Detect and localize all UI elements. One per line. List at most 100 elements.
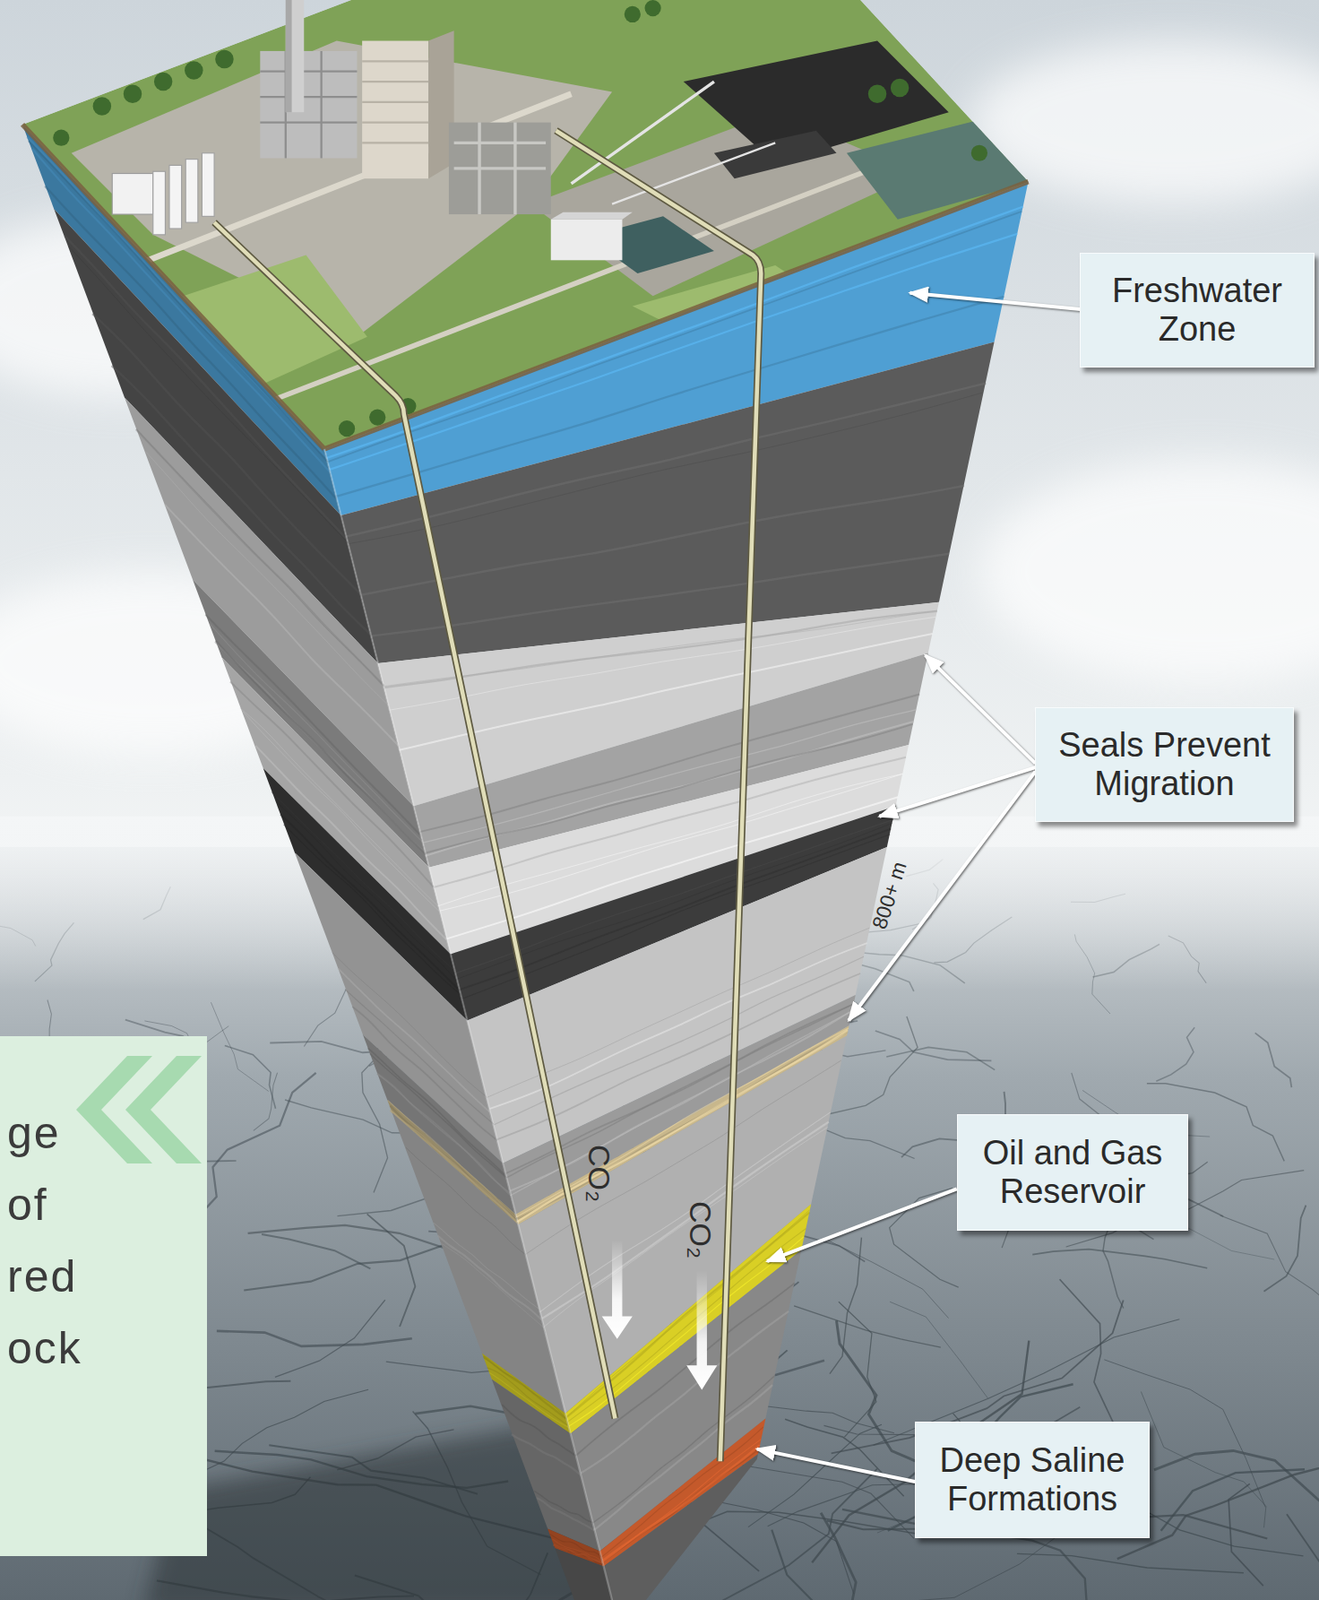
- ground-crack: [838, 1301, 877, 1437]
- callout-text: Deep Saline Formations: [928, 1440, 1137, 1518]
- dimension-label: 800+ m: [868, 858, 912, 932]
- power-plant-surface: [338, 420, 355, 437]
- power-plant-surface: [112, 173, 154, 216]
- ground-crack: [1220, 1215, 1319, 1308]
- power-plant-surface: [52, 129, 69, 147]
- ground-crack: [1060, 1278, 1116, 1426]
- power-plant-surface: [154, 72, 173, 91]
- rock-texture: [405, 1146, 526, 1254]
- power-plant-surface: [71, 41, 613, 337]
- power-plant-surface: [22, 0, 1029, 449]
- ground-crack: [216, 1330, 413, 1346]
- ground-crack: [210, 1001, 268, 1091]
- ground-crack: [772, 1512, 856, 1600]
- power-plant-surface: [93, 96, 112, 115]
- injection-well: [214, 130, 761, 1462]
- rock-texture: [536, 1497, 595, 1530]
- injection-well: [555, 130, 761, 1462]
- leader-line: [879, 767, 1035, 817]
- ground-crack: [889, 1301, 989, 1398]
- callout-box: Seals Prevent Migration: [1034, 706, 1294, 822]
- leader-line: [848, 771, 1035, 1021]
- ground-crack: [1103, 1223, 1124, 1309]
- power-plant-surface: [612, 142, 776, 204]
- rock-texture: [384, 610, 938, 687]
- rock-texture: [433, 1222, 541, 1310]
- injection-well: [214, 222, 615, 1418]
- power-plant-surface: [201, 153, 215, 217]
- chevron-icon: [125, 1055, 202, 1164]
- power-plant-surface: [123, 84, 142, 103]
- ground-crack: [261, 1233, 371, 1268]
- power-plant-surface: [259, 51, 357, 159]
- rock-texture: [136, 429, 384, 687]
- rock-texture: [136, 429, 385, 686]
- leader-line: [767, 1188, 957, 1261]
- power-plant-surface: [22, 0, 1031, 449]
- power-plant-surface: [890, 78, 909, 97]
- power-plant-surface: [362, 41, 429, 180]
- power-plant-surface: [215, 50, 233, 69]
- rock-texture: [361, 485, 965, 595]
- ground-crack: [1228, 1482, 1264, 1586]
- block-edge: [324, 448, 621, 1600]
- ground-crack: [275, 1299, 386, 1377]
- leader-line: [925, 655, 1036, 764]
- rock-texture: [534, 1490, 593, 1522]
- power-plant-surface: [868, 84, 887, 103]
- power-plant-surface: [153, 171, 166, 235]
- ground-crack: [1255, 1032, 1293, 1087]
- flow-arrow: [602, 1239, 718, 1389]
- power-plant-surface: [632, 265, 837, 347]
- power-plant-surface: [448, 122, 552, 215]
- power-plant-surface: [454, 122, 546, 215]
- rock-texture: [332, 952, 488, 1097]
- callout-box: Freshwater Zone: [1079, 252, 1315, 368]
- power-plant-surface: [644, 0, 661, 17]
- power-plant-surface: [362, 60, 429, 143]
- gas-label: CO₂: [682, 1200, 716, 1259]
- callout-text: Seals Prevent Migration: [1048, 725, 1281, 803]
- ground-crack: [1154, 1449, 1319, 1555]
- leader-line: [909, 293, 1080, 310]
- leader-line: [757, 293, 1081, 1482]
- power-plant-surface: [530, 112, 919, 296]
- ground-crack: [1017, 1552, 1244, 1572]
- gas-label: CO₂: [581, 1144, 615, 1202]
- injection-well: [214, 222, 615, 1418]
- rock-texture: [437, 1234, 543, 1320]
- ground-crack: [1286, 1513, 1319, 1600]
- power-plant-surface: [185, 159, 199, 224]
- ground-crack: [224, 1044, 276, 1108]
- power-plant-surface: [169, 164, 182, 229]
- ground-crack: [826, 1239, 949, 1319]
- rock-texture: [439, 1241, 544, 1328]
- ground-crack: [1263, 1205, 1306, 1292]
- ground-crack: [1140, 1391, 1266, 1528]
- ground-crack: [748, 1423, 882, 1526]
- ground-crack: [367, 1213, 416, 1327]
- power-plant-surface: [571, 81, 715, 184]
- rock-texture: [511, 1433, 581, 1475]
- ground-crack: [188, 1072, 316, 1227]
- power-plant-surface: [184, 60, 203, 79]
- power-plant-surface: [52, 0, 988, 437]
- rock-texture: [348, 392, 983, 544]
- power-plant-surface: [551, 219, 623, 261]
- power-plant-surface: [259, 51, 357, 159]
- ground-crack: [793, 1305, 941, 1347]
- ground-crack: [886, 1046, 995, 1069]
- panel-text: ge of red ock: [7, 1096, 97, 1384]
- power-plant-surface: [153, 255, 368, 388]
- power-plant-surface: [551, 212, 633, 220]
- callout-box: Oil and Gas Reservoir: [956, 1113, 1189, 1231]
- chimney: [285, 0, 293, 113]
- chimney: [285, 0, 304, 113]
- ground-crack: [1155, 1026, 1195, 1081]
- clouds: [979, 458, 1319, 683]
- leader-line: [757, 1448, 915, 1482]
- power-plant-surface: [846, 112, 1031, 220]
- power-plant-surface: [714, 130, 837, 180]
